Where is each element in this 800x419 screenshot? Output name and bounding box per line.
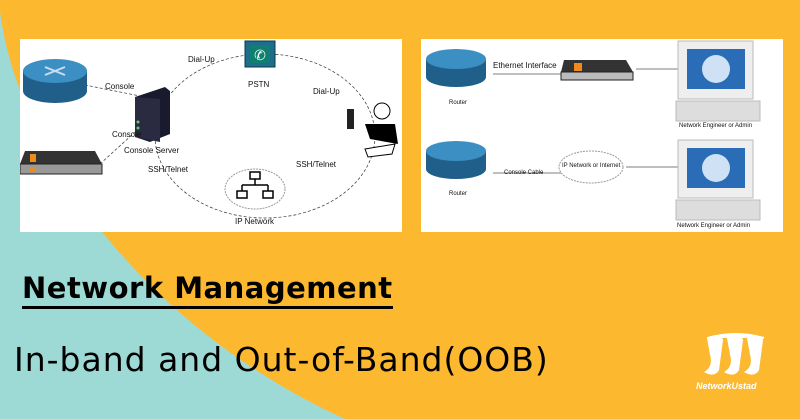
svg-text:✆: ✆ (254, 47, 266, 63)
label-console-1: Console (105, 82, 135, 91)
router-icon (23, 59, 87, 103)
label-router-2: Router (449, 191, 468, 197)
logo-text: NetworkUstad (696, 381, 757, 391)
label-dial-up-2: Dial-Up (313, 87, 340, 96)
admin-person-icon (347, 102, 398, 158)
ip-network-cloud-icon (224, 168, 286, 210)
label-ip-internet: IP Network or Internet (562, 163, 621, 169)
label-console-server: Console Server (124, 146, 180, 155)
label-ip-network: IP Network (235, 217, 274, 226)
label-ssh-2: SSH/Telnet (296, 160, 337, 169)
label-ethernet: Ethernet Interface (493, 61, 557, 70)
router-icon-1 (426, 49, 486, 87)
label-router-1: Router (449, 100, 468, 106)
switch-icon (20, 151, 103, 175)
label-console-cable: Console Cable (504, 170, 544, 176)
label-dial-up-1: Dial-Up (188, 55, 215, 64)
label-admin-2: Network Engineer or Admin (677, 223, 751, 229)
label-pstn: PSTN (248, 80, 270, 89)
page-title: Network Management (22, 270, 393, 309)
pstn-phone-icon: ✆ (244, 40, 276, 68)
switch-icon (560, 60, 634, 81)
page-subtitle: In-band and Out-of-Band(OOB) (14, 340, 549, 379)
label-ssh-1: SSH/Telnet (148, 165, 189, 174)
computer-icon-2 (675, 139, 761, 221)
ip-cloud-icon (558, 150, 624, 184)
server-icon (135, 87, 170, 142)
label-admin-1: Network Engineer or Admin (679, 123, 753, 129)
router-icon-2 (426, 141, 486, 179)
computer-icon-1 (675, 40, 761, 122)
networkustad-logo-icon (704, 333, 765, 375)
oob-diagram: ✆ Console Console Dial-Up Dial-Up PSTN C… (20, 39, 402, 232)
label-console-2: Console (112, 130, 142, 139)
in-band-diagram: Ethernet Interface Router Router Network… (421, 39, 783, 232)
